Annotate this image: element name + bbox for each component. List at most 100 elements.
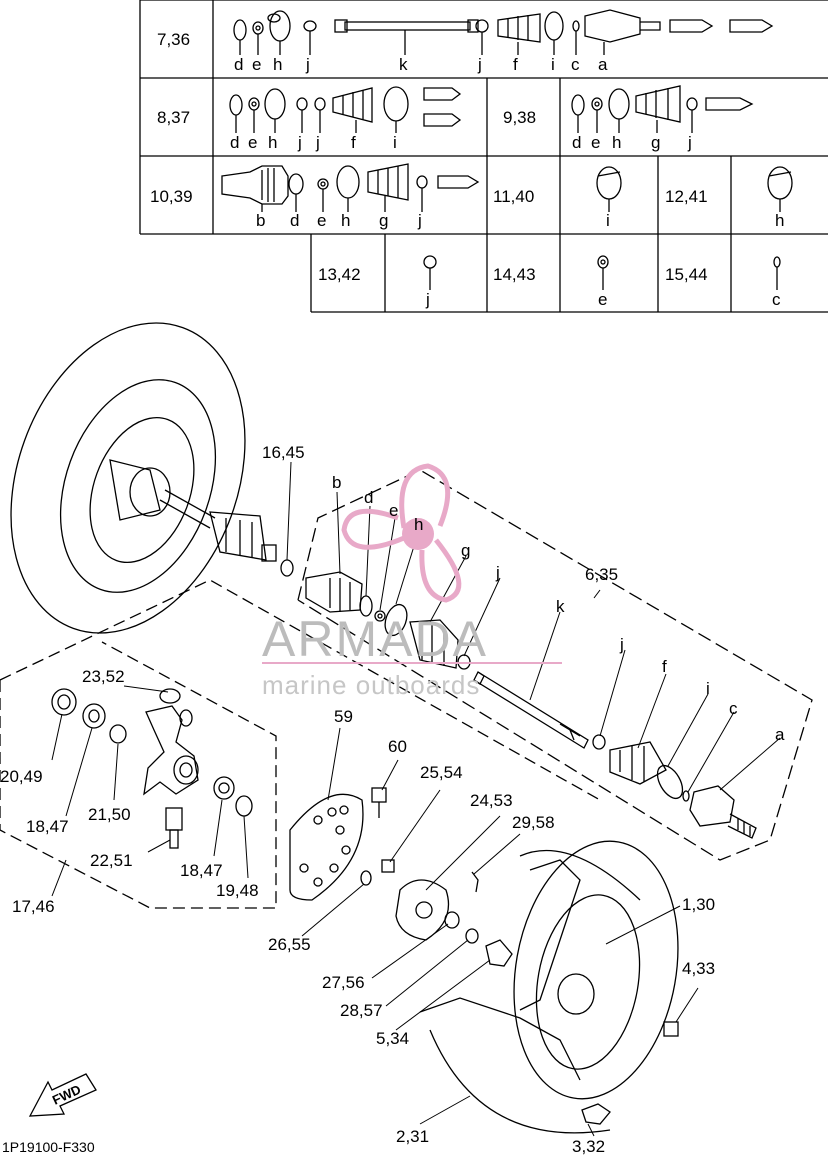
kit-letter: j [687,133,692,152]
kit-letter: g [379,211,388,230]
callout-label: 25,54 [420,763,463,782]
callout-label: 26,55 [268,935,311,954]
callout-label: 17,46 [12,897,55,916]
callout-label: 24,53 [470,791,513,810]
kit-cell-label: 12,41 [665,187,708,206]
callout-label: 60 [388,737,407,756]
kit-letter: i [606,211,610,230]
kit-cell-label: 13,42 [318,265,361,284]
kit-letter: e [591,133,600,152]
kit-row-9-38-parts [571,85,754,133]
left-wheel-assembly [10,322,277,634]
kit-letter: e [317,211,326,230]
kit-letter: e [252,55,261,74]
kit-small-cells-parts [423,166,793,290]
brake-disc [289,793,364,901]
callout-label: 21,50 [88,805,131,824]
kit-table [139,0,828,313]
hub-parts [360,787,513,967]
callout-label: 19,48 [216,881,259,900]
watermark-tagline: marine outboards [262,670,480,700]
kit-row-10-39-parts [221,163,480,212]
callout-label: 3,32 [572,1137,605,1156]
kit-letter: j [425,290,430,309]
kit-letter: b [256,211,265,230]
kit-cell-label: 14,43 [493,265,536,284]
watermark-logo: ARMADA marine outboards [262,463,562,700]
watermark-brand: ARMADA [262,611,488,667]
shaft-assembly-box [297,469,813,861]
callout-label: b [332,473,341,492]
knuckle-parts [51,688,253,849]
callout-label: 1,30 [682,895,715,914]
kit-cell-label: 10,39 [150,187,193,206]
kit-row-8-37-parts [229,86,462,133]
callout-label: 27,56 [322,973,365,992]
kit-letter: j [477,55,482,74]
callout-label: 4,33 [682,959,715,978]
callout-label: i [706,679,710,698]
callout-label: f [662,657,667,676]
callout-label: 5,34 [376,1029,409,1048]
callout-label: 29,58 [512,813,555,832]
kit-letter: j [297,133,302,152]
kit-letter: i [551,55,555,74]
callout-label: 20,49 [0,767,43,786]
kit-letter: e [248,133,257,152]
kit-letter: d [230,133,239,152]
kit-cell-label: 15,44 [665,265,708,284]
knuckle-assembly-box [0,579,601,909]
callout-labels: 16,45 b d e h g j 6,35 k j f i c a 23,52… [0,443,785,1156]
callout-label: 16,45 [262,443,305,462]
kit-letter: c [772,290,781,309]
kit-letter: d [572,133,581,152]
kit-table-text: 7,36 d e h j k j f i c a 8,37 d e h j j … [150,30,784,309]
leader-lines [51,461,781,1137]
kit-letter: f [351,133,356,152]
kit-letter: d [290,211,299,230]
kit-letter: f [513,55,518,74]
fwd-arrow [28,1073,97,1117]
kit-row-7-36-parts [233,9,774,55]
callout-label: h [414,515,423,534]
right-wheel-assembly [419,840,679,1134]
kit-letter: c [571,55,580,74]
kit-letter: j [305,55,310,74]
callout-label: k [556,597,565,616]
callout-label: d [364,488,373,507]
diagram-code: 1P19100-F330 [2,1139,95,1155]
kit-letter: a [598,55,608,74]
kit-letter: h [775,211,784,230]
callout-label: 18,47 [180,861,223,880]
kit-letter: h [268,133,277,152]
kit-letter: h [612,133,621,152]
callout-label: j [619,635,624,654]
kit-letter: h [341,211,350,230]
kit-letter: h [273,55,282,74]
kit-letter: j [315,133,320,152]
kit-letter: k [399,55,408,74]
kit-letter: g [651,133,660,152]
callout-label: a [775,725,785,744]
kit-letter: i [393,133,397,152]
callout-label: e [389,501,398,520]
kit-cell-label: 11,40 [493,187,534,206]
kit-cell-label: 9,38 [503,108,536,127]
kit-cell-label: 8,37 [157,108,190,127]
callout-label: 23,52 [82,667,125,686]
callout-label: 6,35 [585,565,618,584]
kit-letter: d [234,55,243,74]
kit-letter: j [417,211,422,230]
callout-label: 59 [334,707,353,726]
callout-label: 18,47 [26,817,69,836]
callout-label: 28,57 [340,1001,383,1020]
kit-letter: e [598,290,607,309]
callout-label: g [461,541,470,560]
callout-label: 22,51 [90,851,133,870]
callout-label: j [495,563,500,582]
kit-cell-label: 7,36 [157,30,190,49]
callout-label: c [729,699,738,718]
callout-label: 2,31 [396,1127,429,1146]
